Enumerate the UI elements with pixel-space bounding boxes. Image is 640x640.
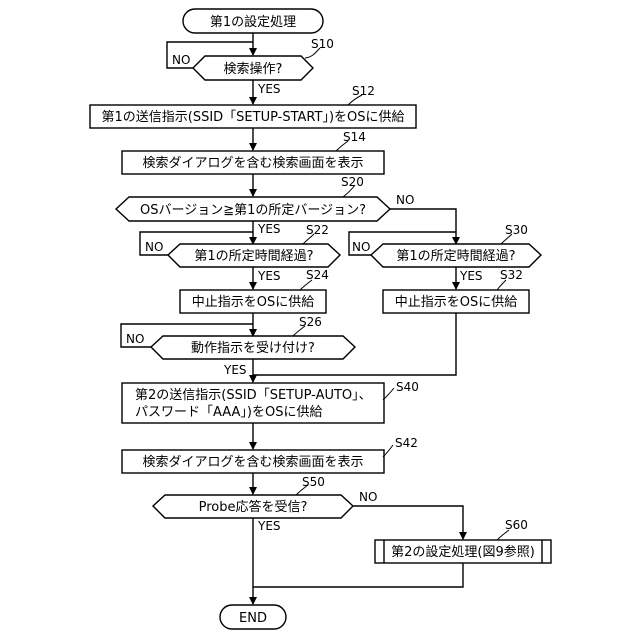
- merge-s60: [253, 563, 463, 587]
- predefined-process-s60-label: 第2の設定処理(図9参照): [391, 544, 535, 560]
- no-label-s10: NO: [172, 53, 190, 67]
- decision-s26-label: 動作指示を受け付け?: [191, 341, 315, 356]
- end-label: END: [239, 611, 267, 626]
- step-s10: S10: [311, 37, 334, 51]
- process-s24-label: 中止指示をOSに供給: [192, 295, 315, 310]
- no-label-s20: NO: [396, 193, 414, 207]
- step-s24: S24: [306, 268, 329, 282]
- process-s40-line1: 第2の送信指示(SSID「SETUP-AUTO」、: [135, 388, 372, 403]
- step-s50: S50: [302, 475, 325, 489]
- decision-s50-label: Probe応答を受信?: [199, 499, 308, 515]
- yes-label-s26: YES: [223, 363, 247, 377]
- no-label-s22: NO: [145, 240, 163, 254]
- yes-label-s50: YES: [257, 519, 281, 533]
- step-s26: S26: [299, 315, 322, 329]
- decision-s20-label: OSバージョン≧第1の所定バージョン?: [140, 203, 366, 218]
- step-s14: S14: [343, 130, 366, 144]
- no-label-s50: NO: [359, 490, 377, 504]
- no-label-s30: NO: [352, 240, 370, 254]
- step-s40: S40: [396, 380, 419, 394]
- step-s20: S20: [341, 175, 364, 189]
- step-s32: S32: [500, 268, 523, 282]
- step-s60: S60: [505, 518, 528, 532]
- start-label: 第1の設定処理: [210, 14, 296, 30]
- yes-label-s20: YES: [257, 222, 281, 236]
- process-s40-line2: パスワード「AAA」)をOSに供給: [135, 405, 322, 420]
- no-branch-s50: [353, 506, 463, 539]
- step-s22: S22: [306, 223, 329, 237]
- decision-s22-label: 第1の所定時間経過?: [194, 249, 313, 264]
- process-s14-label: 検索ダイアログを含む検索画面を表示: [142, 155, 363, 171]
- yes-label-s22: YES: [257, 269, 281, 283]
- no-label-s26: NO: [126, 332, 144, 346]
- no-branch-s20: [390, 209, 456, 244]
- yes-label-s10: YES: [257, 82, 281, 96]
- step-s12: S12: [352, 84, 375, 98]
- step-s42: S42: [395, 436, 418, 450]
- decision-s30-label: 第1の所定時間経過?: [396, 249, 515, 264]
- step-s30: S30: [505, 223, 528, 237]
- decision-s10-label: 検索操作?: [224, 61, 283, 77]
- process-s32-label: 中止指示をOSに供給: [395, 295, 518, 310]
- yes-label-s30: YES: [459, 269, 483, 283]
- process-s12-label: 第1の送信指示(SSID「SETUP-START」)をOSに供給: [101, 110, 404, 125]
- process-s42-label: 検索ダイアログを含む検索画面を表示: [142, 454, 363, 470]
